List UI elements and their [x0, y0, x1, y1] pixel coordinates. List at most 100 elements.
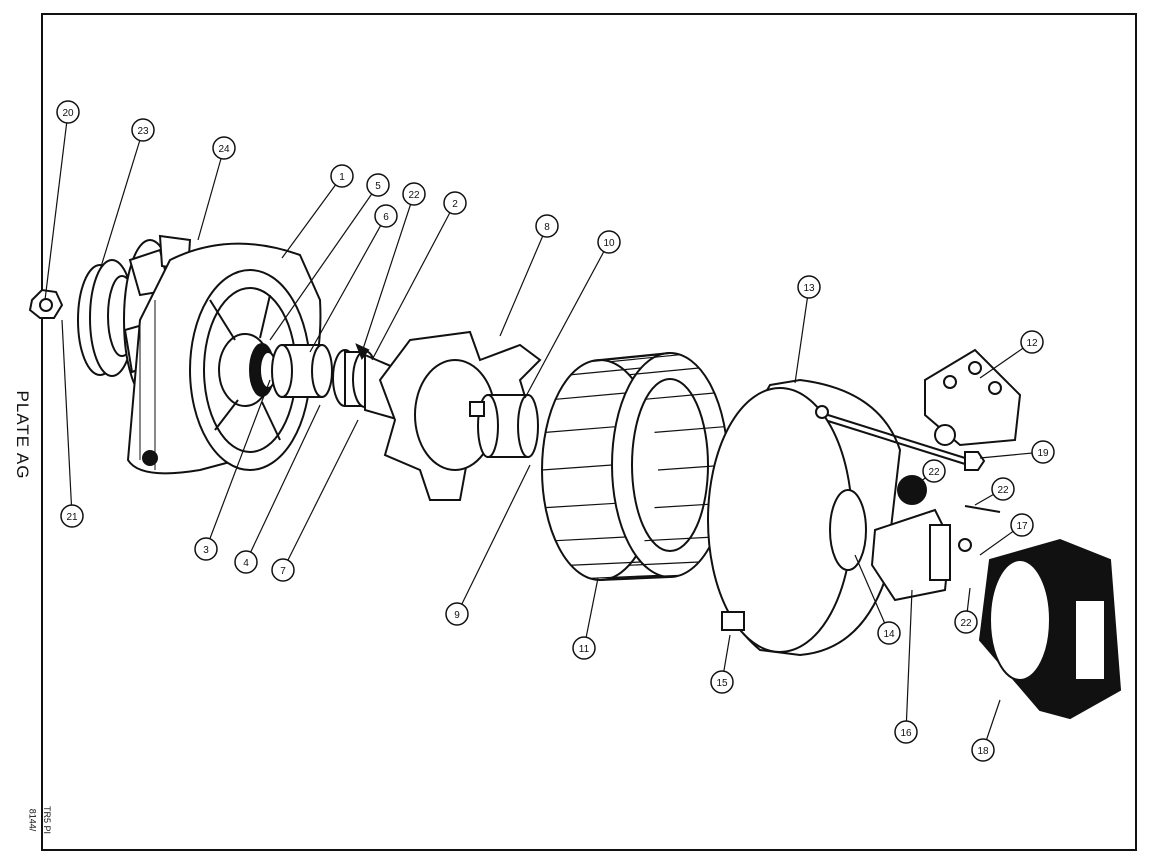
- callout-circle: [443, 191, 467, 215]
- stator-lamination-line: [644, 536, 715, 542]
- callout-21: 21: [60, 319, 84, 528]
- callout-number: 17: [1016, 521, 1028, 532]
- callout-number: 24: [218, 144, 230, 155]
- callout-number: 22: [408, 190, 420, 201]
- rectifier: [924, 348, 1022, 447]
- callout-number: 22: [928, 467, 940, 478]
- callout-number: 22: [960, 618, 972, 629]
- pulley-assembly: [28, 259, 137, 377]
- callout-circle: [877, 621, 901, 645]
- leader-line: [499, 225, 548, 337]
- callout-number: 11: [579, 644, 590, 655]
- callout-number: 1: [339, 172, 345, 183]
- callout-8: 8: [499, 214, 559, 337]
- callout-circle: [1031, 440, 1055, 464]
- stator-lamination-line: [610, 354, 681, 363]
- callout-circle: [330, 164, 354, 188]
- leader-line: [245, 404, 321, 563]
- callout-circle: [572, 636, 596, 660]
- callout-circle: [954, 610, 978, 634]
- stator-lamination-line: [628, 367, 700, 376]
- callout-circle: [366, 173, 390, 197]
- leader-line: [361, 193, 415, 353]
- callout-24: 24: [197, 136, 236, 241]
- leader-line: [583, 577, 599, 649]
- stator-lamination-line: [545, 502, 616, 509]
- callout-number: 8: [544, 222, 550, 233]
- callout-circle: [212, 136, 236, 160]
- callout-17: 17: [979, 513, 1034, 556]
- end-cover: [978, 538, 1122, 720]
- drawing-reference-code: 8144/: [27, 808, 38, 832]
- callout-6: 6: [309, 204, 398, 353]
- callout-circle: [971, 738, 995, 762]
- stator-laminations: [541, 354, 729, 579]
- stator: [541, 352, 729, 581]
- stator-lamination-line: [545, 426, 616, 433]
- callout-1: 1: [281, 164, 354, 259]
- callout-circle: [271, 558, 295, 582]
- stator-lamination-line: [589, 574, 660, 579]
- callout-number: 20: [62, 108, 74, 119]
- callout-circle: [797, 275, 821, 299]
- callout-layer: 2023241522628101312192222172214151618119…: [44, 100, 1055, 762]
- callout-22: 22: [909, 459, 946, 491]
- callout-number: 7: [280, 566, 286, 577]
- leader-line: [456, 464, 531, 615]
- callout-10: 10: [524, 230, 621, 399]
- stator-lamination-line: [610, 574, 681, 579]
- callout-circle: [535, 214, 559, 238]
- plate-border: [41, 13, 1137, 851]
- callout-2: 2: [371, 191, 467, 361]
- leader-line: [794, 286, 810, 384]
- callout-12: 12: [979, 330, 1044, 379]
- callout-22: 22: [361, 182, 426, 353]
- callout-number: 12: [1026, 338, 1038, 349]
- stator-lamination-line: [628, 561, 700, 566]
- stator-lamination-line: [570, 367, 642, 376]
- leader-line: [44, 111, 69, 301]
- callout-number: 3: [203, 545, 209, 556]
- callout-22: 22: [974, 477, 1015, 506]
- callout-number: 16: [900, 728, 912, 739]
- rotor: [378, 330, 542, 501]
- callout-number: 22: [997, 485, 1009, 496]
- callout-16: 16: [894, 589, 918, 744]
- callout-23: 23: [99, 118, 155, 271]
- callout-circle: [374, 204, 398, 228]
- callout-circle: [60, 504, 84, 528]
- callout-3: 3: [194, 379, 271, 561]
- callout-number: 2: [452, 199, 458, 210]
- callout-number: 5: [375, 181, 381, 192]
- callout-18: 18: [971, 699, 1001, 762]
- stator-lamination-line: [570, 561, 642, 566]
- through-bolt: [827, 414, 986, 471]
- callout-13: 13: [794, 275, 821, 384]
- leader-line: [854, 554, 890, 634]
- callout-number: 10: [603, 238, 615, 249]
- slip-ring: [469, 394, 539, 458]
- callout-19: 19: [979, 440, 1055, 464]
- callout-number: 21: [66, 512, 78, 523]
- stator-lamination-line: [541, 464, 613, 471]
- leader-line: [205, 379, 271, 550]
- leader-line: [61, 319, 73, 517]
- callout-circle: [1020, 330, 1044, 354]
- plate-title: PLATE AG: [13, 390, 32, 480]
- leader-line: [99, 129, 144, 271]
- callout-number: 18: [977, 746, 989, 757]
- callout-number: 9: [454, 610, 460, 621]
- stator-lamination-line: [654, 426, 725, 433]
- leader-line: [905, 589, 913, 733]
- callout-11: 11: [572, 577, 599, 660]
- callout-circle: [131, 118, 155, 142]
- callout-20: 20: [44, 100, 80, 301]
- callout-number: 4: [243, 558, 249, 569]
- leader-line: [269, 184, 379, 341]
- callout-circle: [922, 459, 946, 483]
- stator-lamination-line: [555, 536, 626, 542]
- callout-circle: [445, 602, 469, 626]
- leader-line: [282, 419, 359, 571]
